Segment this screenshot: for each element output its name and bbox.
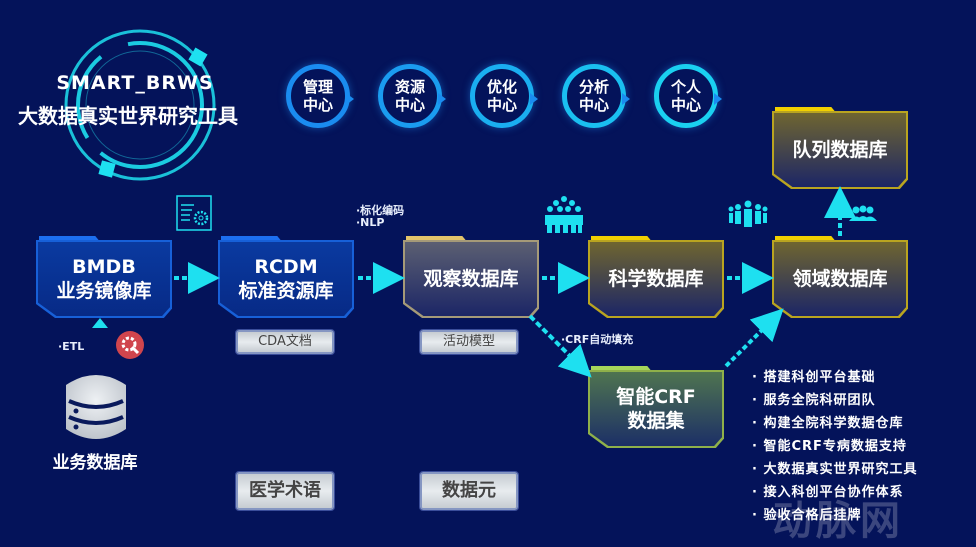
crowd-icon [545,196,583,233]
center-optimization[interactable]: 优化中心 [470,64,538,128]
tag-data-elements: 数据元 [419,471,519,511]
group-icon [849,205,877,221]
feature-item: · 接入科创平台协作体系 [752,485,904,500]
center-resource[interactable]: 资源中心 [378,64,446,128]
feature-item: · 构建全院科学数据仓库 [752,416,904,431]
box-label: 数据集 [627,410,685,432]
science-db-box[interactable]: 科学数据库 [588,236,724,318]
note-nlp: ·NLP [356,216,385,229]
center-label: 管理 [302,78,333,96]
feature-item: · 搭建科创平台基础 [752,370,876,385]
center-label: 个人 [670,78,701,96]
note-crf-autofill: ·CRF自动填充 [561,333,634,346]
center-label: 资源 [394,78,425,96]
box-label: 观察数据库 [423,268,519,290]
center-label: 中心 [486,96,517,114]
source-db-label: 业务数据库 [52,453,138,473]
note-standardization: ·标化编码 [356,204,405,217]
tag-medical-terms: 医学术语 [235,471,335,511]
app-subtitle: 大数据真实世界研究工具 [18,104,238,128]
box-label: RCDM [254,256,318,278]
team-icon [728,200,768,227]
center-management[interactable]: 管理中心 [286,64,354,128]
center-label: 优化 [486,78,517,96]
feature-item: · 验收合格后挂牌 [752,508,862,523]
feature-item: · 智能CRF专病数据支持 [752,439,907,454]
box-label: BMDB [72,256,136,278]
center-personal[interactable]: 个人中心 [654,64,722,128]
database-icon[interactable] [64,373,128,441]
box-label: 队列数据库 [792,139,888,161]
ring-logo-icon [64,29,216,181]
observation-db-box[interactable]: 观察数据库 [403,236,539,318]
document-gear-icon [176,195,212,231]
center-label: 分析 [578,78,609,96]
arrow-crf-domain [724,308,784,368]
watermark-logo: 动脉网 [772,498,904,544]
arrow-observe-crf [528,314,592,378]
tag-activity-model: 活动模型 [419,329,519,355]
center-label: 中心 [670,96,701,114]
feature-item: · 服务全院科研团队 [752,393,876,408]
feature-item: · 大数据真实世界研究工具 [752,462,918,477]
box-label: 领域数据库 [792,268,888,290]
center-label: 中心 [394,96,425,114]
cohort-db-box[interactable]: 队列数据库 [772,107,908,189]
domain-db-box[interactable]: 领域数据库 [772,236,908,318]
box-label: 智能CRF [616,386,696,408]
app-title: SMART_BRWS [56,72,214,94]
center-label: 中心 [578,96,609,114]
note-etl: ·ETL [58,340,85,353]
settings-wrench-icon[interactable] [116,331,144,359]
box-label: 标准资源库 [238,280,334,302]
tag-cda: CDA文档 [235,329,335,355]
box-label: 业务镜像库 [56,280,152,302]
center-label: 中心 [302,96,333,114]
box-label: 科学数据库 [608,268,704,290]
center-analysis[interactable]: 分析中心 [562,64,630,128]
feature-list: · 搭建科创平台基础 · 服务全院科研团队 · 构建全院科学数据仓库 · 智能C… [752,366,917,527]
